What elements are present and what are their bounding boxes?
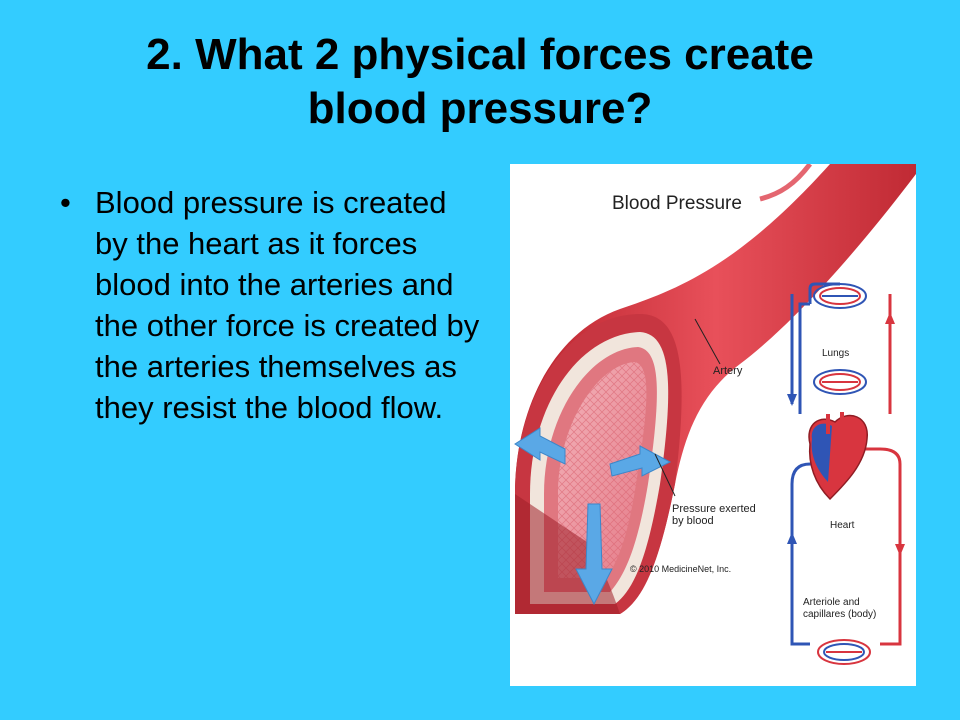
lungs-label: Lungs — [822, 348, 849, 359]
arterial-lower-line — [880, 464, 902, 646]
copyright-label: © 2010 MedicineNet, Inc. — [630, 564, 731, 574]
small-vessel-branch — [759, 164, 812, 202]
flow-arrow-up-blue — [787, 532, 797, 544]
flow-arrow-up-red — [885, 312, 895, 324]
bullet-item: • Blood pressure is created by the heart… — [60, 182, 480, 428]
bullet-text: Blood pressure is created by the heart a… — [95, 185, 480, 425]
slide-title-line-1: 2. What 2 physical forces create — [146, 30, 814, 79]
pressure-label-line-2: by blood — [672, 515, 714, 527]
flow-arrow-down-blue — [787, 394, 797, 406]
bullet-list: • Blood pressure is created by the heart… — [60, 182, 480, 428]
artery-leader-line — [694, 318, 721, 365]
pressure-arrows — [514, 427, 672, 606]
pressure-arrow-left — [514, 427, 566, 465]
pressure-label-line-1: Pressure exerted — [672, 503, 756, 515]
bullet-marker: • — [60, 185, 71, 220]
circulation-diagram: Lungs Heart Arteriole and capillares (bo… — [787, 282, 905, 665]
artery-lumen-texture — [558, 362, 647, 578]
slide-title-line-2: blood pressure? — [307, 84, 653, 133]
lungs-capillary-bottom — [813, 369, 867, 395]
slide-title: 2. What 2 physical forces create blood p… — [40, 28, 920, 136]
arteriole-label-line-2: capillares (body) — [803, 609, 876, 620]
venous-return-path — [798, 282, 840, 414]
venous-lower-curve — [790, 462, 830, 485]
body-capillary-coil — [817, 639, 871, 665]
pressure-leader-line — [654, 453, 676, 497]
pressure-arrow-down — [575, 503, 613, 606]
pressure-arrow-right — [609, 445, 672, 477]
venous-lower-line — [790, 484, 810, 646]
lungs-capillary-top — [813, 283, 867, 309]
figure-title: Blood Pressure — [612, 193, 742, 214]
arteriole-label-line-1: Arteriole and — [803, 597, 860, 608]
artery-label: Artery — [713, 365, 743, 377]
arterial-lower-curve — [855, 447, 902, 465]
heart-label: Heart — [830, 520, 855, 531]
blood-pressure-illustration: Blood Pressure Artery Pressure exerted b… — [510, 164, 916, 686]
flow-arrow-down-red — [895, 544, 905, 556]
heart-illustration — [808, 412, 868, 501]
